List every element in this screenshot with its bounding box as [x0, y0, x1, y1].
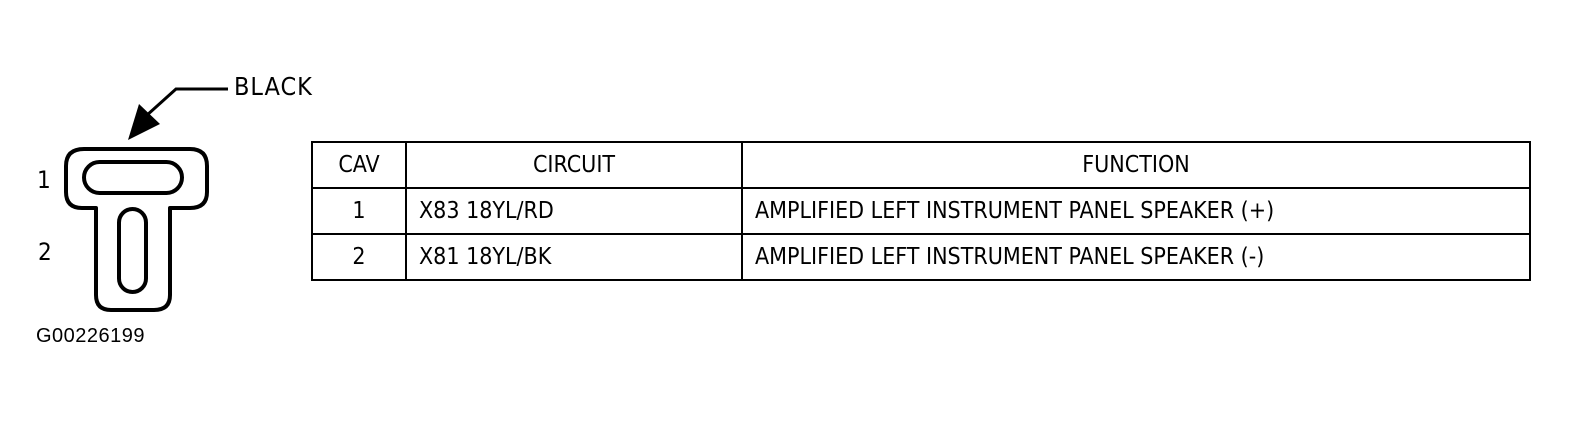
cell-cav: 2: [311, 233, 407, 281]
cavity-label-2: 2: [38, 238, 52, 266]
cell-circuit: X81 18YL/BK: [405, 233, 743, 281]
cavity-1-slot: [82, 160, 184, 195]
callout-arrowhead: [128, 104, 160, 140]
connector-color-label: BLACK: [234, 72, 313, 101]
pinout-table: CAV CIRCUIT FUNCTION 1 X83 18YL/RD AMPLI…: [311, 141, 1531, 281]
callout-leader-line: [144, 87, 228, 118]
cell-function: AMPLIFIED LEFT INSTRUMENT PANEL SPEAKER …: [741, 187, 1531, 235]
header-circuit: CIRCUIT: [405, 141, 743, 189]
table-header-row: CAV CIRCUIT FUNCTION: [311, 141, 1531, 189]
connector-body: [64, 147, 209, 312]
cell-cav: 1: [311, 187, 407, 235]
cavity-label-1: 1: [37, 166, 51, 194]
header-function: FUNCTION: [741, 141, 1531, 189]
header-cav: CAV: [311, 141, 407, 189]
table-row: 1 X83 18YL/RD AMPLIFIED LEFT INSTRUMENT …: [311, 187, 1531, 235]
cell-circuit: X83 18YL/RD: [405, 187, 743, 235]
cavity-2-slot: [117, 207, 148, 294]
table-row: 2 X81 18YL/BK AMPLIFIED LEFT INSTRUMENT …: [311, 233, 1531, 281]
cell-function: AMPLIFIED LEFT INSTRUMENT PANEL SPEAKER …: [741, 233, 1531, 281]
figure-id: G00226199: [36, 325, 146, 347]
